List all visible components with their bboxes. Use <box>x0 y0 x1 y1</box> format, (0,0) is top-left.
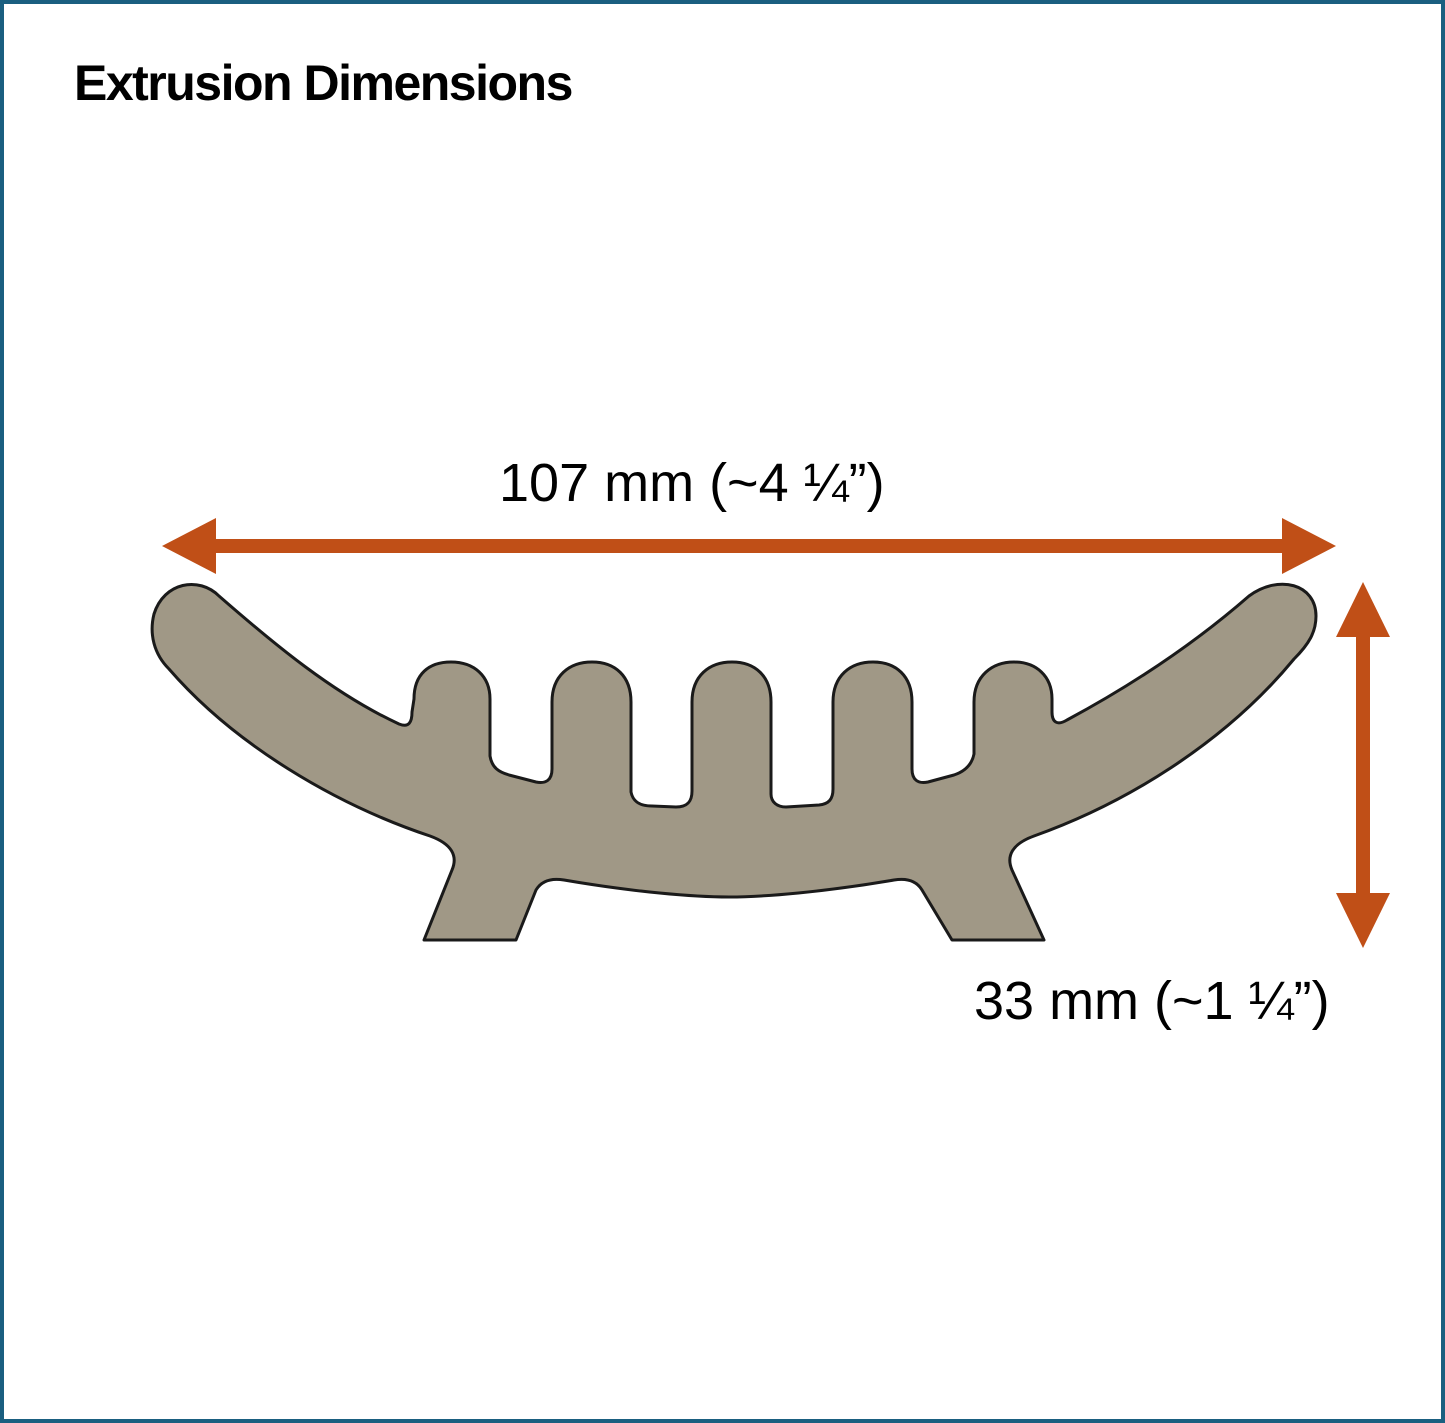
width-arrow <box>162 518 1336 574</box>
width-dimension-label: 107 mm (~4 ¼”) <box>499 453 885 513</box>
extrusion-profile <box>150 582 1318 942</box>
height-dimension-label: 33 mm (~1 ¼”) <box>974 971 1330 1031</box>
height-arrow <box>1336 582 1390 948</box>
diagram-graphics <box>150 518 1390 948</box>
diagram-title: Extrusion Dimensions <box>74 55 573 111</box>
